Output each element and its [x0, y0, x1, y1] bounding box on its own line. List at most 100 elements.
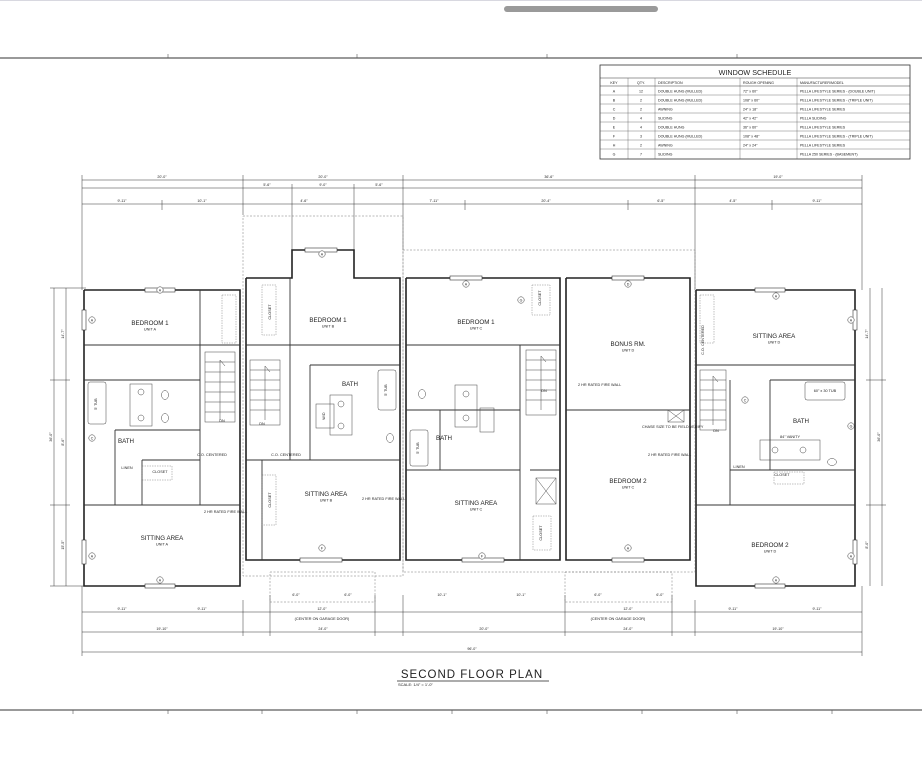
fire-wall-note: 2 HR RATED FIRE WALL [578, 383, 621, 387]
dimension-lines [50, 175, 886, 656]
window-tag-key: G [850, 424, 853, 428]
room-name: BATH [436, 435, 452, 442]
fire-wall-note: 2 HR RATED FIRE WALL [648, 453, 691, 457]
schedule-cell: E [613, 126, 616, 130]
schedule-cell: AWNING [658, 144, 673, 148]
dimension-bottom-row1: 10'-1" [437, 593, 447, 597]
fire-wall-note: 2 HR RATED FIRE WALL [362, 497, 405, 501]
window-tag-circle [517, 296, 525, 304]
window-tag-key: A [91, 554, 94, 558]
chase-note: CHASE SIZE TO BE FIELD VERIFY [642, 425, 704, 429]
schedule-header-manufacturer: MANUFACTURER/MODEL [800, 81, 844, 85]
window-tag-circle [847, 316, 855, 324]
dimension-top-row2: 20'-4" [541, 199, 551, 203]
closet-label: CLOSET [152, 470, 168, 474]
schedule-cell: 24" x 24" [743, 144, 758, 148]
dimension-bottom-row2: 19'-10" [772, 627, 784, 631]
schedule-header-key: KEY [610, 81, 618, 85]
schedule-cell: PELLA LIFESTYLE SERIES [800, 126, 846, 130]
room-name: BEDROOM 1 [131, 320, 169, 327]
dimension-top-row2: 10'-1" [197, 199, 207, 203]
window-markers [81, 247, 858, 589]
room-name: BATH [118, 438, 134, 445]
drawing-title-block: SECOND FLOOR PLAN SCALE: 1/4" = 1'-0" [397, 669, 549, 687]
dimension-side: 15'-5" [61, 540, 65, 550]
closet-outlines [141, 284, 805, 551]
window-tag-circle [462, 280, 470, 288]
garage-center-note: (CENTER ON GARAGE DOOR) [591, 617, 646, 621]
schedule-cell: 4 [640, 126, 642, 130]
window-tag-circle [318, 544, 326, 552]
schedule-cell: G [613, 153, 616, 157]
schedule-cell: 108" x 48" [743, 135, 760, 139]
bath-fixtures [87, 369, 846, 505]
window-tag-circle [847, 552, 855, 560]
stair-down-label: DN [541, 389, 547, 393]
dimension-bottom-row1: 6'-0" [344, 593, 352, 597]
sheet-border-ticks [72, 54, 833, 714]
dimension-top-row2: 7'-11" [430, 199, 440, 203]
closet-label: CLOSET [539, 525, 543, 541]
schedule-title: WINDOW SCHEDULE [719, 68, 792, 77]
room-name: BATH [793, 418, 809, 425]
room-unit: UNIT B [322, 325, 335, 329]
closet-label: CLOSET [268, 492, 272, 508]
dimension-side: 8'-6" [61, 438, 65, 446]
schedule-cell: DOUBLE HUNG [658, 126, 685, 130]
roof-overhang-lines [242, 215, 696, 603]
schedule-cell: PELLA LIFESTYLE SERIES - (TRIPLE UNIT) [800, 99, 873, 103]
linen-label: LINEN [733, 465, 744, 469]
schedule-cell: 24" x 18" [743, 108, 758, 112]
room-name: BEDROOM 1 [309, 317, 347, 324]
tub-label: 60" x 30 TUB [814, 389, 837, 393]
washer-dryer-label: W/D [322, 412, 326, 420]
schedule-cell: 72" x 60" [743, 90, 758, 94]
schedule-cell: B [613, 99, 616, 103]
window-top-border [0, 0, 922, 1]
room-name: BONUS RM. [610, 341, 645, 348]
schedule-cell: AWNING [658, 108, 673, 112]
window-tag-key: C [91, 436, 94, 440]
schedule-cell: DOUBLE HUNG (MULLED) [658, 90, 702, 94]
window-tag-circle [478, 552, 486, 560]
window-tag-circle [88, 552, 96, 560]
window-tag-circle [318, 250, 326, 258]
schedule-cell: 36" x 60" [743, 126, 758, 130]
schedule-cell: 108" x 60" [743, 99, 760, 103]
schedule-cell: A [613, 90, 616, 94]
window-tag-key: F [321, 546, 324, 550]
dimension-side: 36'-0" [877, 432, 881, 442]
dimension-bottom-row2: 24'-0" [318, 627, 328, 631]
room-name: SITTING AREA [753, 333, 797, 340]
dimension-bottom-row1: 12'-0" [317, 607, 327, 611]
window-tag-key: A [159, 578, 162, 582]
dimension-bottom-row2: 24'-0" [623, 627, 633, 631]
closet-label: CLOSET [774, 473, 790, 477]
room-unit: UNIT C [470, 508, 483, 512]
dimension-bottom-overall: 96'-0" [467, 647, 477, 651]
room-name: SITTING AREA [305, 491, 349, 498]
schedule-cell: SLIDING [658, 153, 673, 157]
room-name: BEDROOM 2 [751, 542, 789, 549]
fire-wall-note: 2 HR RATED FIRE WALL [204, 510, 247, 514]
dimension-bottom-row1: 9'-11" [813, 607, 823, 611]
schedule-header-qty: QTY. [637, 81, 645, 85]
window-tag-circle [847, 422, 855, 430]
window-tag-key: G [520, 298, 523, 302]
schedule-cell: DOUBLE HUNG (MULLED) [658, 135, 702, 139]
schedule-cell: PELLA LIFESTYLE SERIES [800, 144, 846, 148]
schedule-cell: 42" x 42" [743, 117, 758, 121]
window-tag-circle [624, 280, 632, 288]
room-name: SITTING AREA [141, 535, 185, 542]
window-tag-key: A [91, 318, 94, 322]
room-unit: UNIT D [768, 341, 781, 345]
drag-handle[interactable] [504, 6, 658, 12]
window-tag-key: D [627, 282, 630, 286]
linen-label: LINEN [121, 466, 132, 470]
window-tag-circle [741, 396, 749, 404]
schedule-header-rough-opening: ROUGH OPENING [743, 81, 774, 85]
